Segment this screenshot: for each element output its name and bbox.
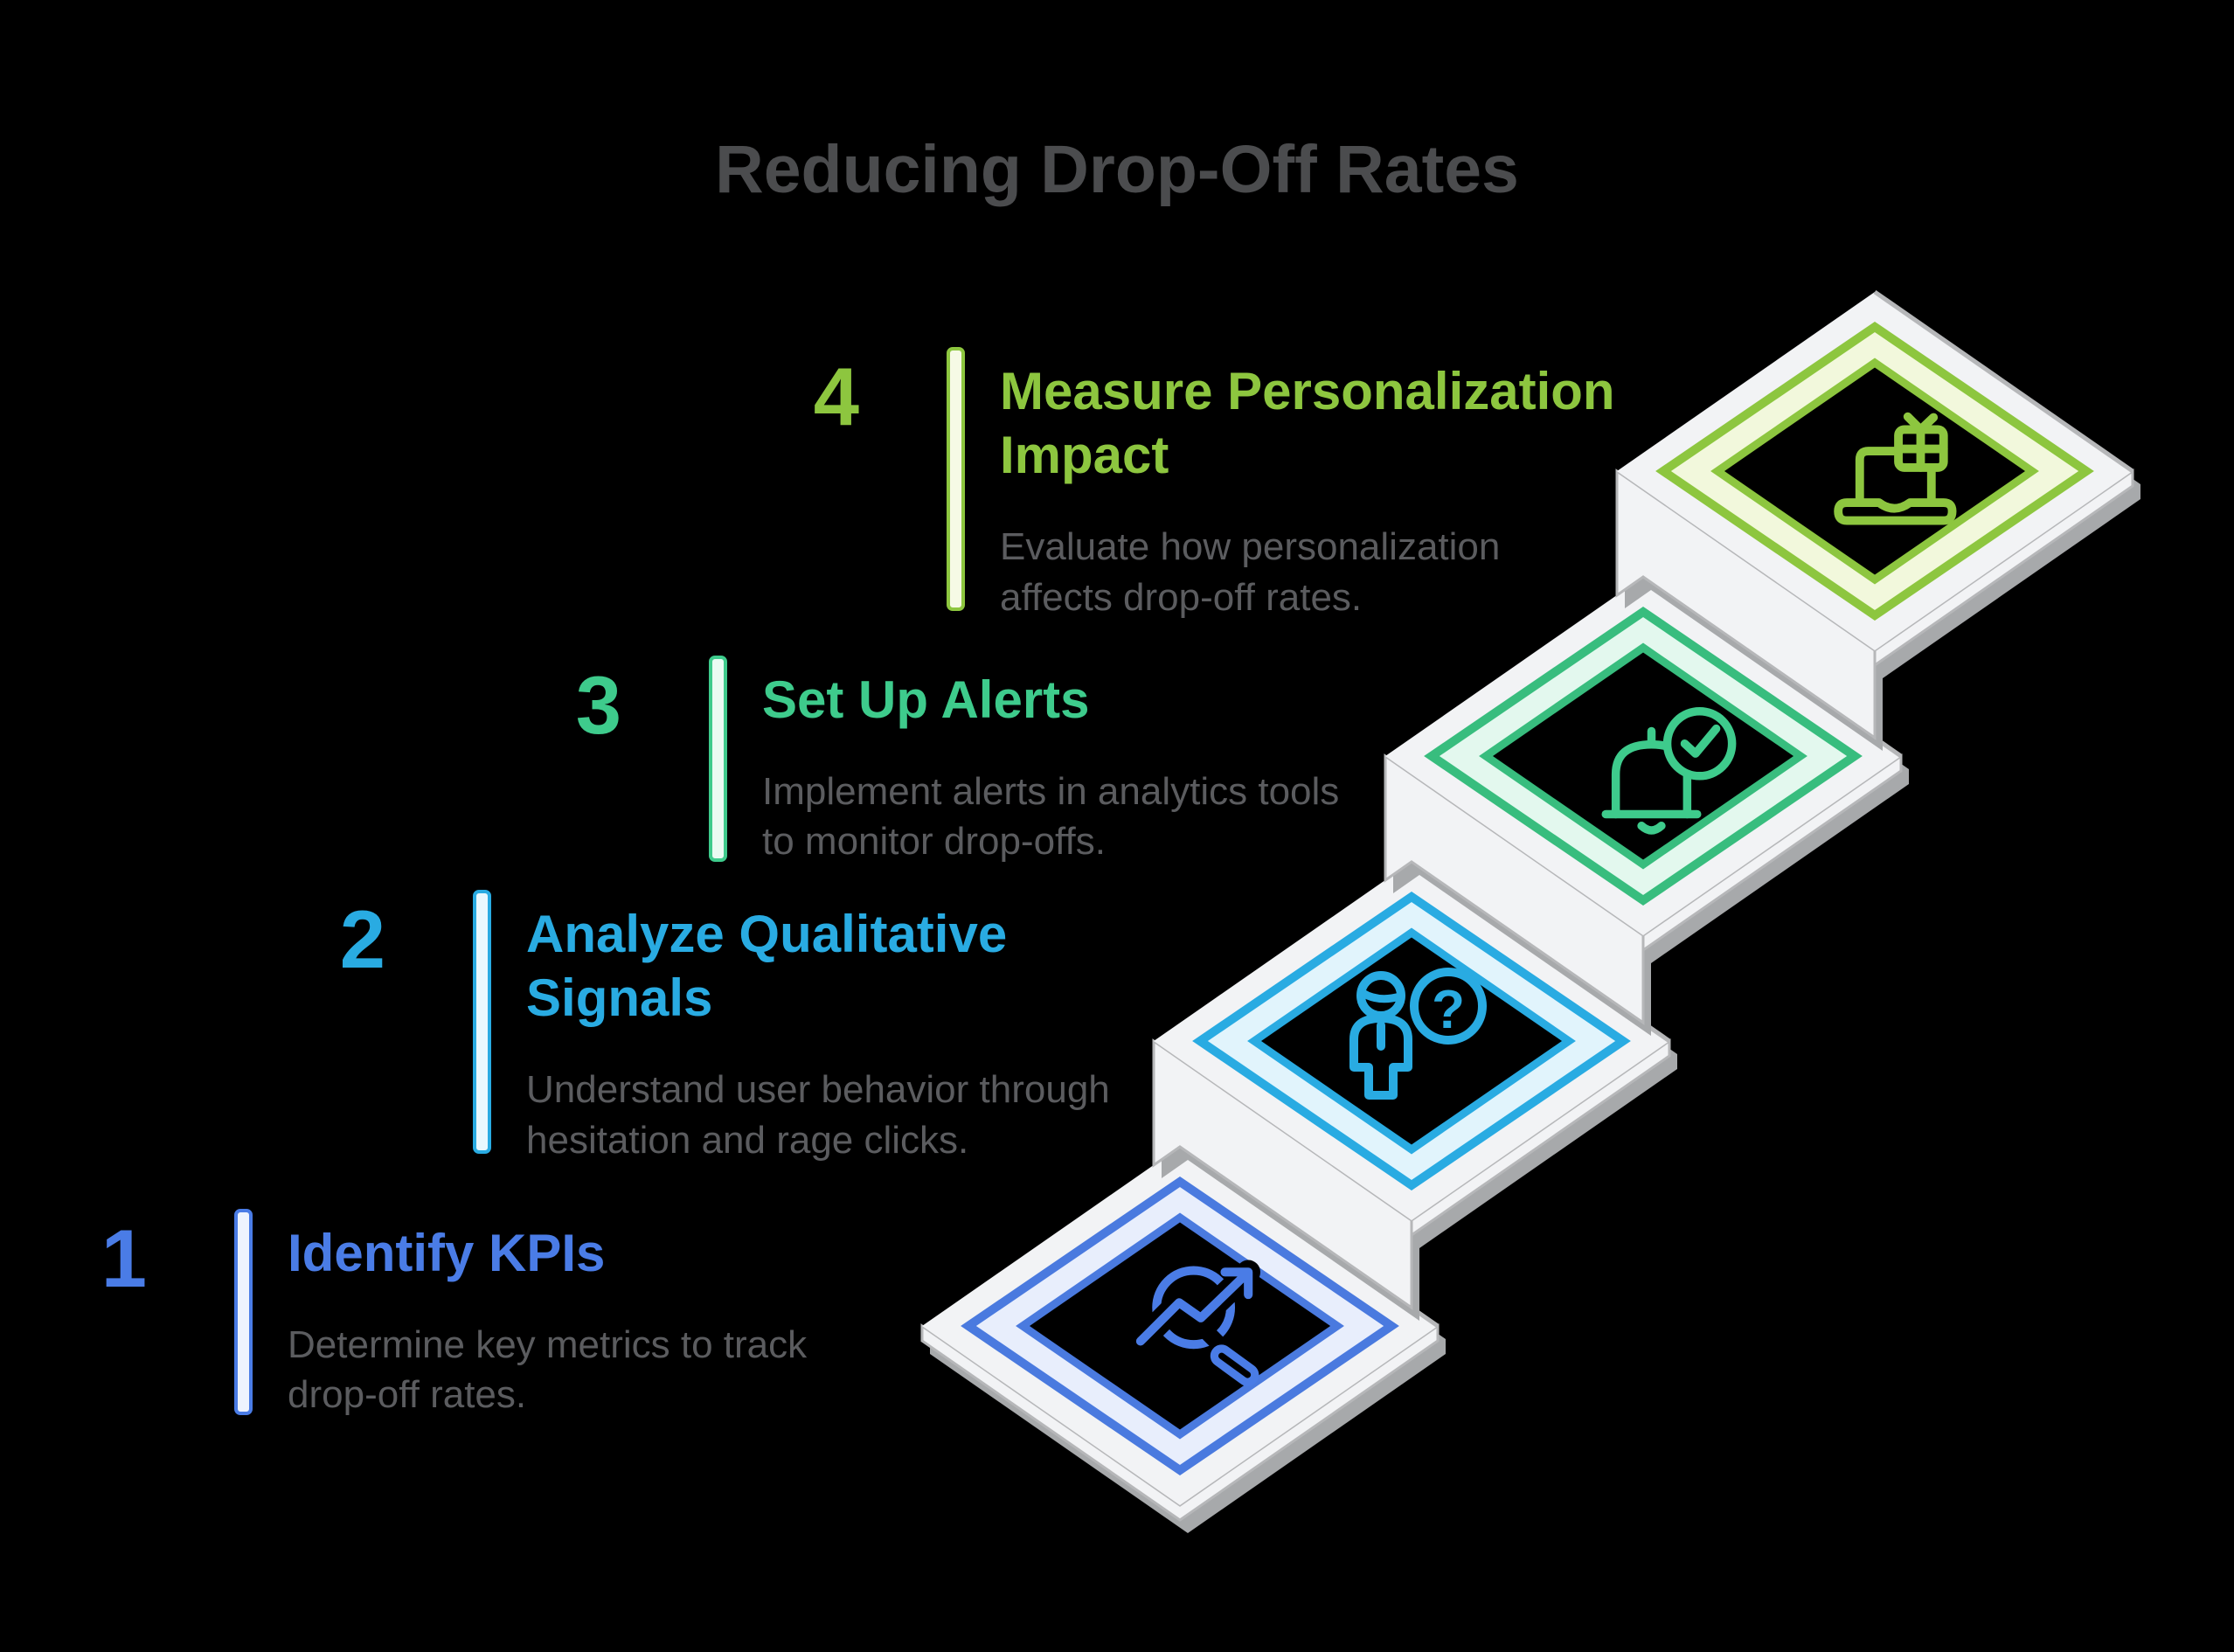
- step-3-number: 3: [575, 659, 621, 751]
- step-1-description: Determine key metrics to track drop-off …: [288, 1323, 808, 1417]
- step-3-side: [1641, 753, 1903, 953]
- step-block-3: 3 Set Up Alerts Implement alerts in anal…: [473, 656, 1339, 867]
- step-3-title: Set Up Alerts: [762, 670, 1090, 729]
- step-block-4: 4 Measure Personalization Impact Evaluat…: [711, 347, 1615, 622]
- step-4-accent-bar: [947, 347, 965, 611]
- step-4-riser-wall: [1615, 469, 1877, 740]
- stair-step-4: [1615, 289, 2140, 751]
- step-2-title: Analyze Qualitative Signals: [526, 905, 1008, 1028]
- step-3-riser-wall: [1384, 753, 1645, 1025]
- laptop-gift-icon: [1834, 412, 1957, 525]
- step-block-2: 2 Analyze Qualitative Signals Understand…: [237, 890, 1110, 1165]
- step-3-accent-bar: [709, 656, 727, 862]
- user-question-icon: ?: [1349, 968, 1487, 1100]
- step-2-side: [1410, 1038, 1671, 1238]
- step-2-accent-bar: [473, 890, 491, 1154]
- step-4-title: Measure Personalization Impact: [1000, 362, 1615, 485]
- bell-check-icon: [1601, 706, 1737, 835]
- step-3-description: Implement alerts in analytics tools to m…: [762, 770, 1340, 864]
- step-1-title: Identify KPIs: [288, 1224, 606, 1282]
- svg-text:?: ?: [1432, 980, 1465, 1040]
- step-4-top-edge: [1873, 289, 2134, 474]
- step-2-number: 2: [339, 893, 385, 985]
- step-1-number: 1: [101, 1212, 147, 1304]
- step-1-accent-bar: [234, 1209, 253, 1415]
- step-2-riser-wall: [1152, 1038, 1413, 1310]
- step-3-frame-inner: [1479, 642, 1807, 870]
- step-2-description: Understand user behavior through hesitat…: [526, 1068, 1110, 1162]
- page-title: Reducing Drop-Off Rates: [715, 132, 1519, 207]
- step-4-frame-inner: [1710, 357, 2039, 585]
- step-4-side: [1873, 469, 2134, 668]
- step-block-1: 1 Identify KPIs Determine key metrics to…: [0, 1209, 807, 1420]
- magnifier-trend-icon: [1128, 1260, 1261, 1386]
- step-4-number: 4: [813, 351, 859, 442]
- step-4-description: Evaluate how personalization affects dro…: [1000, 525, 1501, 619]
